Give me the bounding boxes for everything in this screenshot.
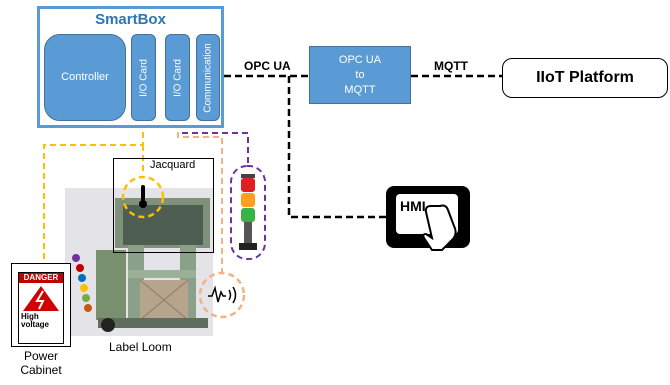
opcua-protocol-label: OPC UA <box>244 59 291 73</box>
label-loom-label: Label Loom <box>109 340 172 354</box>
communication-label: Communication <box>202 42 214 113</box>
converter-line-1: OPC UA <box>338 54 382 66</box>
danger-sign-header: DANGER <box>19 273 63 283</box>
iiot-platform-box: IIoT Platform <box>502 58 668 98</box>
controller-block: Controller <box>44 34 126 121</box>
io-card-1-block: I/O Card <box>131 34 156 121</box>
io-card-2-block: I/O Card <box>165 34 190 121</box>
converter-line-3: MQTT <box>344 84 376 96</box>
io-card-1-label: I/O Card <box>138 58 149 97</box>
signal-tower-icon <box>230 165 266 260</box>
hmi-tablet-icon <box>386 186 470 251</box>
jacquard-label: Jacquard <box>150 159 196 171</box>
smartbox-title: SmartBox <box>95 11 166 28</box>
power-cabinet-frame: DANGER High voltage <box>11 263 71 347</box>
jacquard-thermometer-icon <box>121 175 165 219</box>
opcua-mqtt-converter: OPC UA to MQTT <box>309 46 411 104</box>
warning-triangle-icon <box>23 286 59 311</box>
label-loom-image <box>65 188 213 336</box>
power-cabinet-line-1: Power <box>23 349 58 363</box>
hmi-label: HMI <box>400 198 426 214</box>
io-card-1-sensor-line <box>43 122 144 270</box>
jacquard-frame <box>113 158 214 253</box>
danger-sign-line-1: High <box>21 312 39 321</box>
power-cabinet-label: Power Cabinet <box>11 349 71 377</box>
power-cabinet-line-2: Cabinet <box>20 363 62 377</box>
mqtt-protocol-label: MQTT <box>434 59 468 73</box>
danger-sign: DANGER High voltage <box>18 272 64 344</box>
converter-line-2: to <box>355 69 365 81</box>
controller-label: Controller <box>61 71 109 83</box>
vibration-sensor-icon <box>198 271 246 319</box>
io-card-2-label: I/O Card <box>172 58 183 97</box>
communication-block: Communication <box>196 34 220 121</box>
danger-sign-line-2: voltage <box>21 320 50 329</box>
hmi-link-line <box>287 76 387 219</box>
